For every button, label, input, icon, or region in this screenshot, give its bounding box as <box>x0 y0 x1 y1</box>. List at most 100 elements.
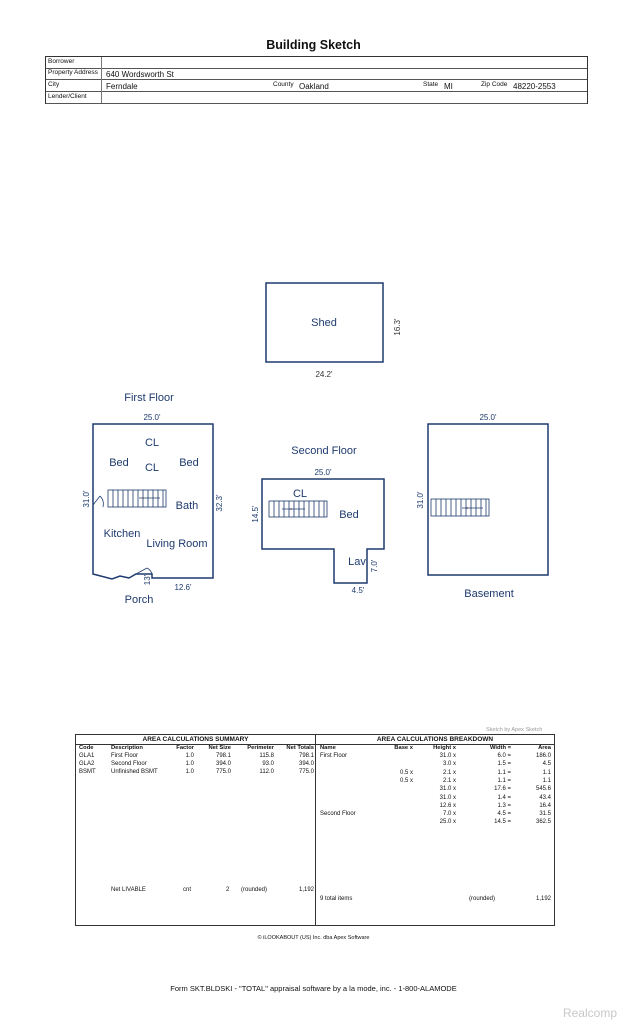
state-value: MI <box>444 82 453 91</box>
second-floor-title: Second Floor <box>291 445 357 457</box>
address-row: Property Address 640 Wordsworth St <box>46 68 587 80</box>
header-divider <box>101 57 102 103</box>
breakdown-total: 1,192 <box>535 896 551 902</box>
summary-col-factor: Factor <box>176 745 194 751</box>
breakdown-cell-height: 7.0 x <box>442 811 456 818</box>
borrower-row: Borrower <box>46 57 587 69</box>
city-row: City Ferndale County Oakland State MI Zi… <box>46 80 587 92</box>
state-label: State <box>423 81 439 88</box>
first-floor-bottom-dim: 12.6' <box>174 583 192 592</box>
room-bed-3: Bed <box>339 509 359 521</box>
breakdown-cell-area: 186.0 <box>535 753 551 759</box>
breakdown-cell-width: 14.5 = <box>494 819 511 826</box>
room-bed-2: Bed <box>179 457 199 469</box>
breakdown-cell-area: 1.1 <box>542 777 551 784</box>
breakdown-cell-area: 16.4 <box>539 802 551 809</box>
breakdown-cell-area: 43.4 <box>539 794 551 801</box>
city-label: City <box>48 81 60 88</box>
breakdown-cell-area: 4.5 <box>542 761 551 768</box>
room-cl-1: CL <box>145 437 159 449</box>
county-value: Oakland <box>299 82 329 91</box>
summary-title: AREA CALCULATIONS SUMMARY <box>142 736 249 743</box>
breakdown-cell-width: 17.6 = <box>494 786 511 793</box>
realcomp-watermark: Realcomp <box>562 1006 617 1020</box>
room-living-room: Living Room <box>146 538 207 550</box>
breakdown-cell-width: 1.4 = <box>497 794 511 801</box>
shed-outline <box>265 282 384 363</box>
breakdown-cell-width: 1.1 = <box>497 769 511 776</box>
summary-col-description: Description <box>111 745 143 751</box>
lender-label: Lender/Client <box>48 93 87 100</box>
first-floor-stairs <box>107 489 167 508</box>
breakdown-cell-area: 31.5 <box>539 811 551 818</box>
basement-top-dim: 25.0' <box>479 413 497 422</box>
room-cl-3: CL <box>293 488 307 500</box>
breakdown-col-name: Name <box>320 745 336 751</box>
lav-depth-dim: 7.0' <box>370 559 379 572</box>
shed-width-dim: 24.2' <box>315 370 333 379</box>
building-sketch: Shed 24.2' 16.3' First Floor 25.0' 31.0'… <box>82 282 549 606</box>
room-bath: Bath <box>176 500 199 512</box>
summary-row-factor: 1.0 <box>185 753 194 759</box>
cnt-label: cnt <box>183 887 192 893</box>
page-title: Building Sketch <box>266 38 361 52</box>
lav-width-dim: 4.5' <box>352 586 365 595</box>
breakdown-cell-width: 1.1 = <box>497 777 511 784</box>
second-floor-left-dim: 14.5' <box>251 505 260 523</box>
breakdown-cell-width: 6.0 = <box>497 753 511 759</box>
second-floor-outline <box>261 478 385 584</box>
form-footer: Form SKT.BLDSKI - "TOTAL" appraisal soft… <box>170 984 457 993</box>
breakdown-col-area: Area <box>538 745 551 751</box>
calc-divider <box>315 735 316 925</box>
zip-label: Zip Code <box>481 81 508 88</box>
first-floor-right-dim: 32.3' <box>215 494 224 512</box>
breakdown-cell-width: 1.3 = <box>497 802 511 809</box>
breakdown-cell-width: 1.5 = <box>497 761 511 768</box>
porch-door <box>135 567 148 575</box>
second-floor-top-dim: 25.0' <box>314 468 332 477</box>
calc-header-rule <box>76 744 554 745</box>
summary-row-net-size: 775.0 <box>215 769 231 775</box>
summary-row-net-size: 394.0 <box>215 761 231 767</box>
breakdown-cell-height: 31.0 x <box>439 753 456 759</box>
summary-row-net-size: 798.1 <box>215 753 231 759</box>
city-value: Ferndale <box>106 82 138 91</box>
summary-row-code: BSMT <box>79 769 96 775</box>
summary-rounded-label: (rounded) <box>241 887 268 893</box>
summary-row-factor: 1.0 <box>185 761 194 767</box>
room-cl-2: CL <box>145 462 159 474</box>
zip-value: 48220-2553 <box>513 82 556 91</box>
breakdown-cell-base: 0.5 x <box>399 777 413 784</box>
porch-dim: 13' <box>143 574 152 585</box>
breakdown-rounded-label: (rounded) <box>469 896 496 902</box>
summary-row-perimeter: 93.0 <box>262 761 274 767</box>
basement-outline <box>427 423 549 576</box>
shed-label: Shed <box>311 317 337 329</box>
room-bed-1: Bed <box>109 457 129 469</box>
breakdown-cell-height: 12.6 x <box>439 802 456 809</box>
first-floor-left-dim: 31.0' <box>82 490 91 508</box>
summary-row-code: GLA2 <box>79 761 95 767</box>
room-kitchen: Kitchen <box>104 528 141 540</box>
summary-row-code: GLA1 <box>79 753 95 759</box>
breakdown-col-height: Height x <box>433 745 456 751</box>
total-items-label: 9 total items <box>320 896 353 902</box>
borrower-label: Borrower <box>48 58 75 65</box>
address-value: 640 Wordsworth St <box>106 70 174 79</box>
summary-col-net-totals: Net Totals <box>286 745 314 751</box>
summary-row-factor: 1.0 <box>185 769 194 775</box>
area-calculations-table: AREA CALCULATIONS SUMMARY AREA CALCULATI… <box>75 734 555 926</box>
net-livable-label: Net LIVABLE <box>111 887 146 893</box>
address-label: Property Address <box>48 69 98 76</box>
shed-depth-dim: 16.3' <box>393 318 402 336</box>
net-livable-total: 1,192 <box>298 887 314 893</box>
breakdown-cell-height: 3.0 x <box>442 761 456 768</box>
room-lav: Lav <box>348 556 366 568</box>
summary-col-code: Code <box>79 745 94 751</box>
breakdown-cell-name: Second Floor <box>320 811 356 818</box>
summary-row-desc: Second Floor <box>111 761 147 767</box>
breakdown-cell-width: 4.5 = <box>497 811 511 818</box>
first-floor-top-dim: 25.0' <box>143 413 161 422</box>
breakdown-col-width: Width = <box>489 745 511 751</box>
breakdown-cell-area: 362.5 <box>535 819 551 826</box>
